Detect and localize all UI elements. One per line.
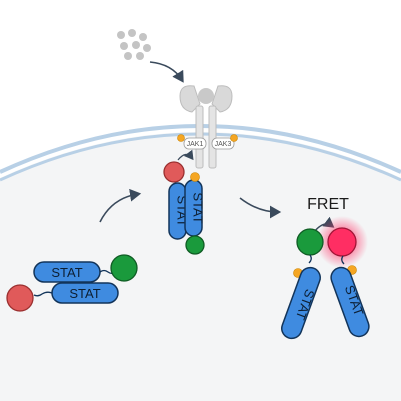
free-stat-pair: STAT STAT bbox=[6, 254, 138, 312]
stat-label: STAT bbox=[51, 265, 82, 280]
acceptor-fluorophore bbox=[327, 227, 357, 257]
acceptor-fluorophore bbox=[6, 284, 34, 312]
donor-fluorophore bbox=[185, 235, 205, 255]
phosphate-dot-icon bbox=[230, 134, 238, 142]
dimerization-arrow-icon bbox=[239, 197, 282, 219]
acceptor-fluorophore bbox=[163, 161, 185, 183]
stat-label: STAT bbox=[69, 286, 100, 301]
recruitment-arrow-icon bbox=[99, 188, 142, 223]
phosphate-dot-icon bbox=[177, 134, 185, 142]
receptor-icon bbox=[179, 85, 233, 169]
receptor-bound-stats: STAT STAT bbox=[163, 149, 206, 255]
jak3-tag: JAK3 bbox=[211, 137, 235, 150]
fret-label: FRET bbox=[307, 196, 349, 213]
ligand-arrow-icon bbox=[149, 61, 184, 83]
jak1-label: JAK1 bbox=[187, 141, 204, 148]
stat-dimer: STAT STAT bbox=[281, 216, 370, 340]
donor-fluorophore bbox=[296, 228, 324, 256]
jak1-tag: JAK1 bbox=[183, 137, 207, 150]
ligand-cluster-icon bbox=[117, 29, 151, 60]
jak3-label: JAK3 bbox=[215, 141, 232, 148]
stat-label: STAT bbox=[191, 192, 206, 223]
phosphate-dot-icon bbox=[190, 172, 200, 182]
donor-fluorophore bbox=[110, 254, 138, 282]
